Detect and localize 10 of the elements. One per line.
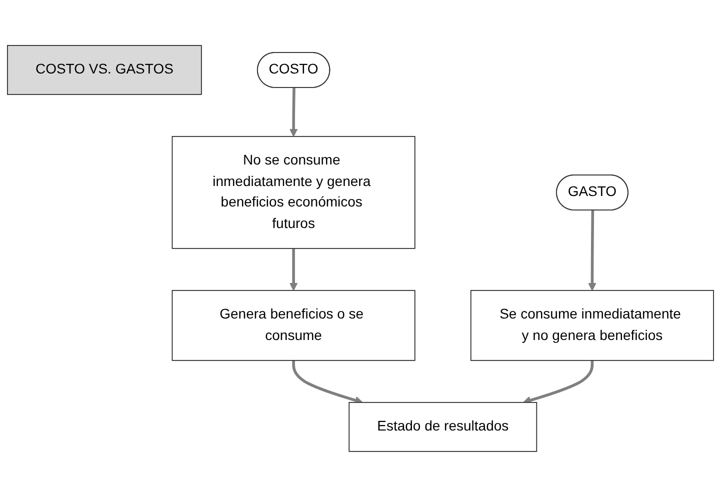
node-box: COSTO VS. GASTOS	[7, 45, 202, 95]
arrow	[588, 210, 596, 291]
node-box: Genera beneficios o se consume	[172, 290, 416, 361]
arrow	[292, 360, 363, 404]
arrow	[522, 360, 594, 404]
node-box: Se consume inmediatamente y no genera beneficios	[470, 290, 714, 361]
arrow	[289, 248, 298, 291]
node-box: Estado de resultados	[348, 402, 538, 452]
node-box: No se consume inmediatamente y genera beneficios económicos futuros	[172, 136, 416, 249]
arrow	[289, 88, 298, 137]
